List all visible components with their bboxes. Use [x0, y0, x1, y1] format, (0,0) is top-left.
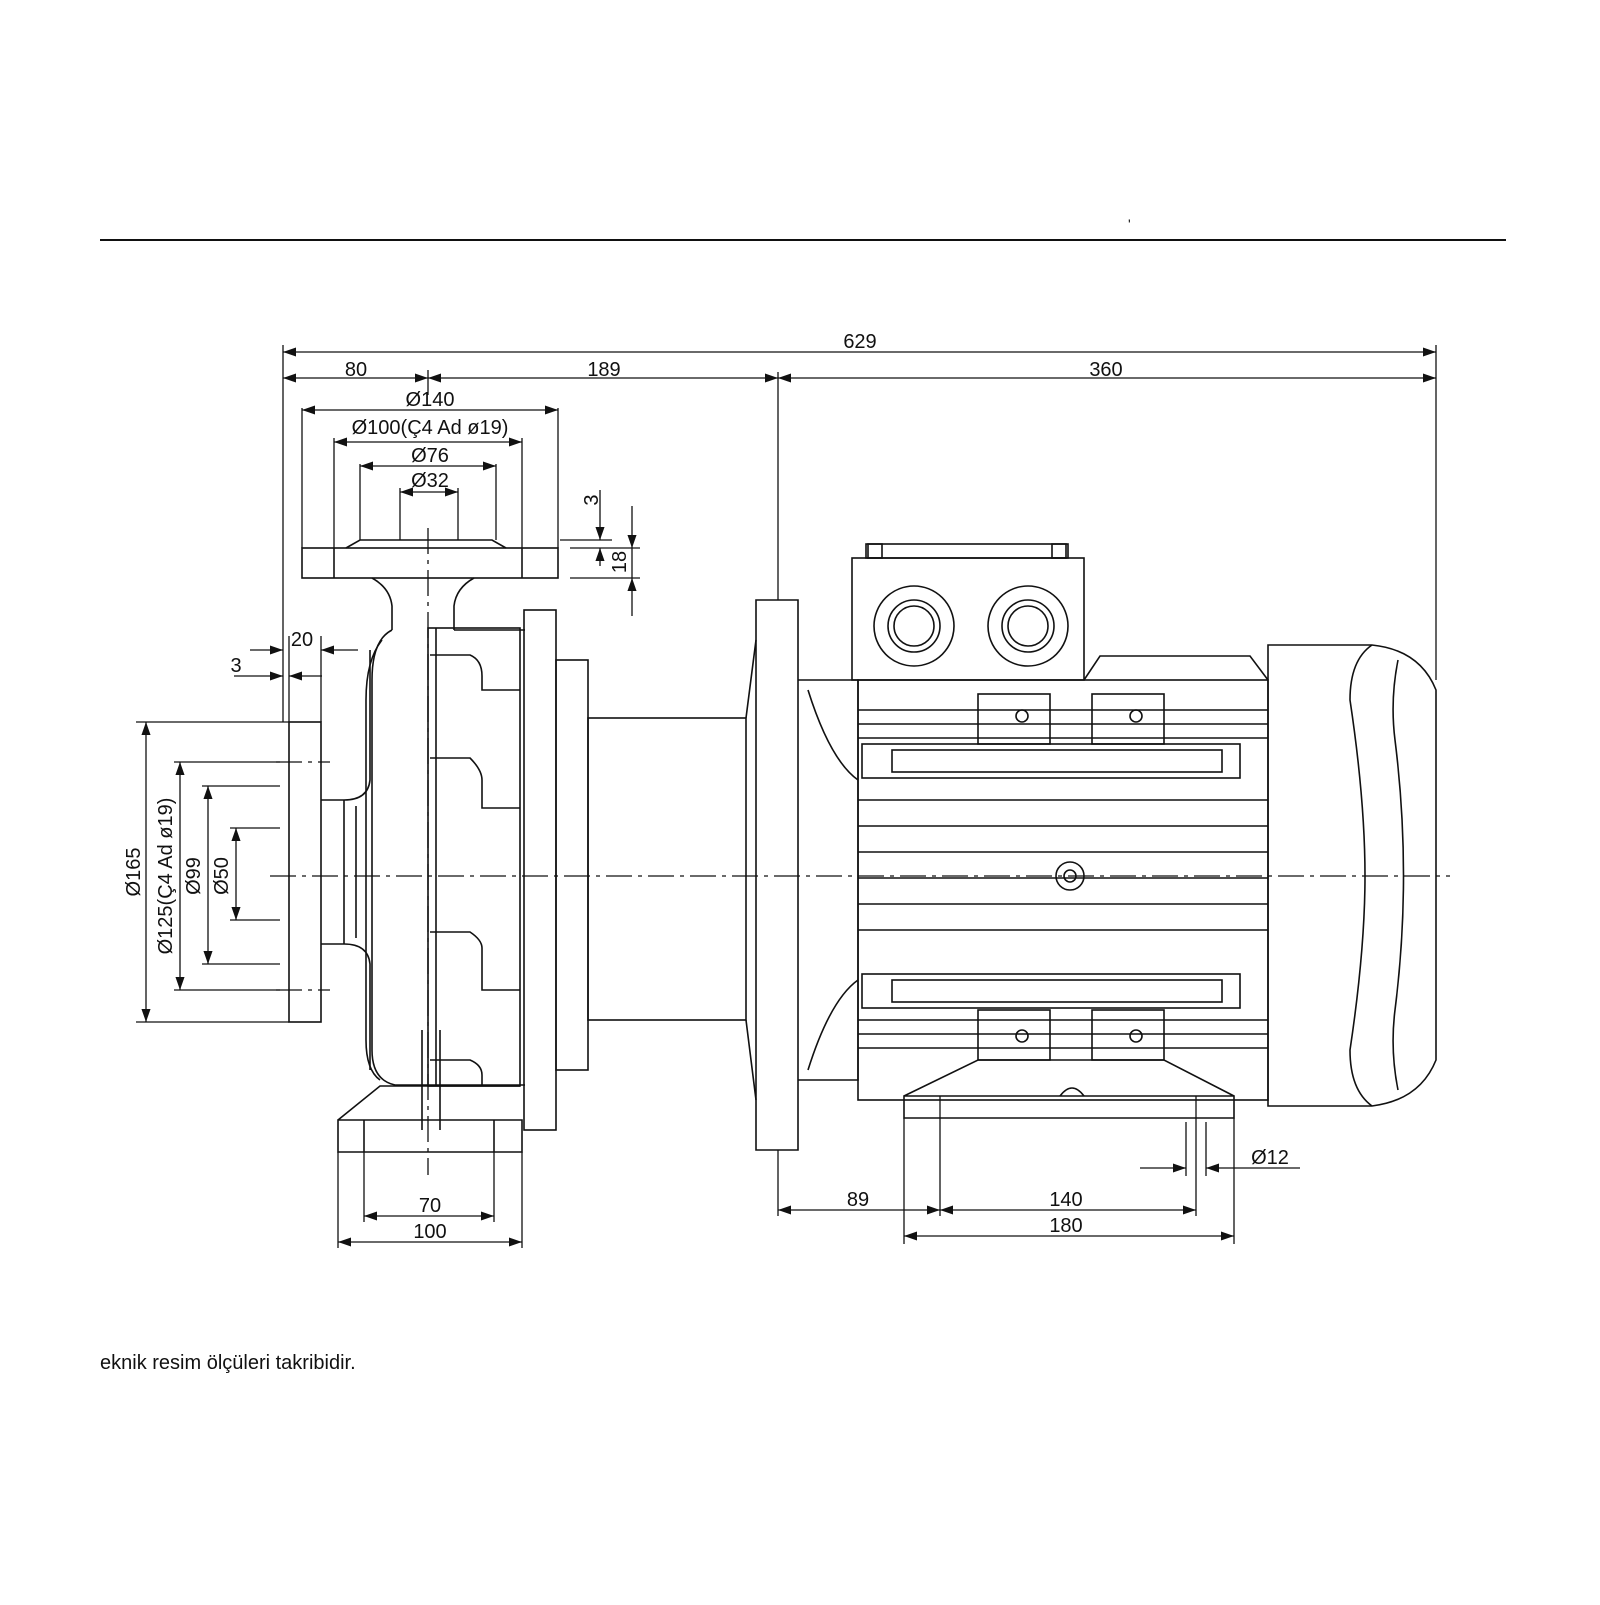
cut-off-text-line [100, 1380, 260, 1384]
dim-flange-gap-side: 3 [230, 655, 241, 677]
lantern-bracket [587, 717, 747, 1021]
dim-flange-od-top: Ø140 [406, 389, 455, 411]
volute-casing [371, 629, 525, 1086]
terminal-box [851, 557, 1085, 681]
dim-bore-top: Ø32 [411, 470, 449, 492]
dimension-lines [136, 345, 1437, 1248]
dim-bolt-circle-side: Ø125(Ç4 Ad ø19) [155, 798, 177, 955]
cable-gland-left [873, 585, 955, 667]
dim-bore-side: Ø50 [211, 857, 233, 895]
suction-neck [321, 650, 371, 1070]
cable-gland-right [987, 585, 1069, 667]
motor-flange [755, 599, 799, 1151]
outline-group [288, 539, 1437, 1153]
dim-motor-foot-inner: 140 [1049, 1189, 1082, 1211]
motor-body [857, 679, 1269, 1101]
dim-flange-thickness-side: 20 [291, 629, 313, 651]
fan-cover [1267, 644, 1437, 1107]
pump-cover [523, 609, 557, 1131]
dim-pump-foot-inner: 70 [419, 1195, 441, 1217]
dim-pump-to-motor: 189 [587, 359, 620, 381]
dim-bolt-circle-top: Ø100(Ç4 Ad ø19) [352, 417, 509, 439]
header-mark: ' [1128, 216, 1131, 232]
dim-raised-face-side: Ø99 [183, 857, 205, 895]
dim-flange-thickness-top: 18 [609, 551, 631, 573]
dim-motor-foot-offset: 89 [847, 1189, 869, 1211]
dim-pump-foot-outer: 100 [413, 1221, 446, 1243]
drawing-note: eknik resim ölçüleri takribidir. [100, 1352, 356, 1374]
centerlines [270, 528, 1450, 1175]
dim-motor-length: 360 [1089, 359, 1122, 381]
dim-flange-gap-top: 3 [581, 494, 603, 505]
discharge-neck [345, 539, 507, 630]
dim-overall-length: 629 [843, 331, 876, 353]
discharge-flange [301, 547, 559, 579]
dim-raised-face-top: Ø76 [411, 445, 449, 467]
suction-flange [288, 721, 322, 1023]
dim-pump-offset: 80 [345, 359, 367, 381]
dim-motor-foot-outer: 180 [1049, 1215, 1082, 1237]
dim-flange-od-side: Ø165 [123, 848, 145, 897]
dim-motor-foot-hole: Ø12 [1251, 1147, 1289, 1169]
